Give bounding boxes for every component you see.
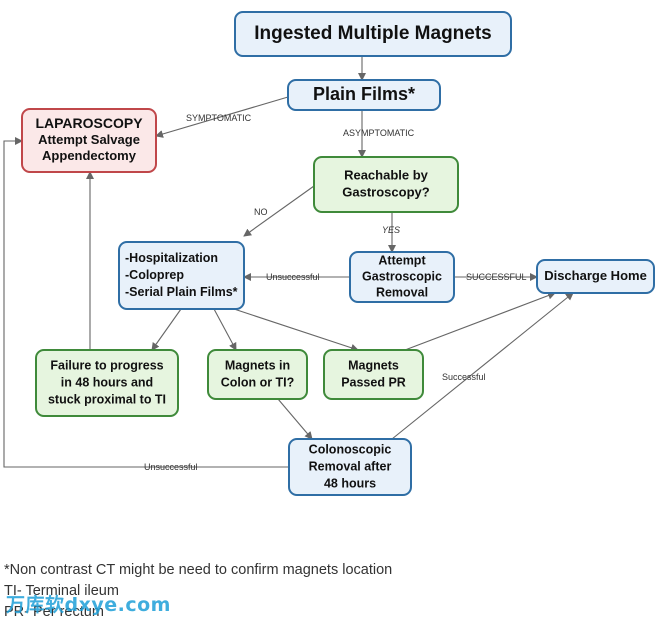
node-text-laparoscopy-2: Appendectomy	[42, 148, 137, 163]
node-text-gastroscopic-0: Attempt	[378, 253, 426, 267]
edge-plain-lap	[155, 96, 289, 138]
edge-label-plain-reach: ASYMPTOMATIC	[343, 128, 415, 138]
edge-label-colono-discharge: Successful	[442, 372, 486, 382]
node-text-reachable-1: Gastroscopy?	[342, 184, 429, 199]
footnote-ti: TI- Terminal ileum	[4, 583, 119, 599]
edge-colono-lap	[3, 137, 289, 468]
edge-hosp-colon	[213, 308, 237, 351]
node-text-colonoscopic-2: 48 hours	[324, 476, 376, 490]
node-text-magnets-colon-0: Magnets in	[225, 358, 290, 372]
node-text-hospitalization-2: -Serial Plain Films*	[125, 285, 238, 299]
node-hospitalization: -Hospitalization -Coloprep -Serial Plain F…	[118, 241, 245, 310]
node-text-laparoscopy-1: Attempt Salvage	[38, 132, 140, 147]
node-text-magnets-passed-0: Magnets	[348, 358, 399, 372]
node-reachable: Reachable by Gastroscopy?	[313, 156, 459, 213]
node-text-magnets-colon-1: Colon or TI?	[221, 375, 295, 389]
node-box-reachable	[313, 156, 459, 213]
node-box-failure	[35, 349, 179, 417]
node-box-magnets-colon	[207, 349, 308, 400]
edge-reach-hosp	[243, 185, 315, 237]
footnotes: *Non contrast CT might be need to confir…	[4, 560, 392, 623]
node-text-discharge-0: Discharge Home	[544, 268, 647, 283]
node-failure: Failure to progress in 48 hours and stuck …	[35, 349, 179, 417]
node-text-failure-2: stuck proximal to TI	[48, 392, 166, 406]
edge-label-colono-lap: Unsuccessful	[144, 462, 198, 472]
node-text-colonoscopic-1: Removal after	[309, 459, 392, 473]
node-text-magnets-passed-1: Passed PR	[341, 375, 406, 389]
watermark-logo: 万库软dxye.com	[6, 594, 171, 616]
edge-colon-colono	[277, 398, 313, 440]
node-box-magnets-passed	[323, 349, 424, 400]
edge-hosp-passed	[233, 308, 359, 352]
node-magnets-colon: Magnets in Colon or TI?	[207, 349, 308, 400]
node-text-gastroscopic-1: Gastroscopic	[362, 269, 442, 283]
node-text-colonoscopic-0: Colonoscopic	[309, 442, 392, 456]
node-ingested: Ingested Multiple Magnets	[234, 11, 512, 57]
node-text-laparoscopy-0: LAPAROSCOPY	[35, 115, 143, 131]
node-text-ingested-0: Ingested Multiple Magnets	[254, 23, 492, 44]
node-text-reachable-0: Reachable by	[344, 167, 429, 182]
node-text-hospitalization-1: -Coloprep	[125, 268, 184, 282]
edge-label-reach-gastro: YES	[382, 225, 400, 235]
node-box-ingested	[234, 11, 512, 57]
edge-label-gastro-hosp: Unsuccessful	[266, 272, 320, 282]
edge-colono-discharge	[391, 292, 574, 440]
node-text-plain-films-0: Plain Films*	[313, 84, 415, 104]
footnote-ct: *Non contrast CT might be need to confir…	[4, 562, 393, 578]
node-box-discharge	[536, 259, 655, 294]
node-discharge: Discharge Home	[536, 259, 655, 294]
node-text-hospitalization-0: -Hospitalization	[125, 251, 218, 265]
node-box-hospitalization	[118, 241, 245, 310]
node-box-plain-films	[287, 79, 441, 111]
footnote-pr: PR- Per rectum	[4, 604, 104, 620]
flowchart-canvas: SYMPTOMATIC ASYMPTOMATIC NO YES Unsuccessful…	[3, 11, 655, 496]
node-text-failure-1: in 48 hours and	[61, 375, 153, 389]
edge-label-reach-hosp: NO	[254, 207, 268, 217]
node-box-laparoscopy	[21, 108, 157, 173]
edge-label-plain-lap: SYMPTOMATIC	[186, 113, 252, 123]
node-box-gastroscopic	[349, 251, 455, 303]
node-text-gastroscopic-2: Removal	[376, 285, 428, 299]
edges-layer: SYMPTOMATIC ASYMPTOMATIC NO YES Unsuccessful…	[3, 56, 574, 472]
edge-label-gastro-discharge: SUCCESSFUL	[466, 272, 527, 282]
node-plain-films: Plain Films*	[287, 79, 441, 111]
node-box-colonoscopic	[288, 438, 412, 496]
node-text-failure-0: Failure to progress	[50, 358, 163, 372]
edge-passed-discharge	[404, 291, 556, 351]
edge-hosp-failure	[151, 308, 182, 351]
